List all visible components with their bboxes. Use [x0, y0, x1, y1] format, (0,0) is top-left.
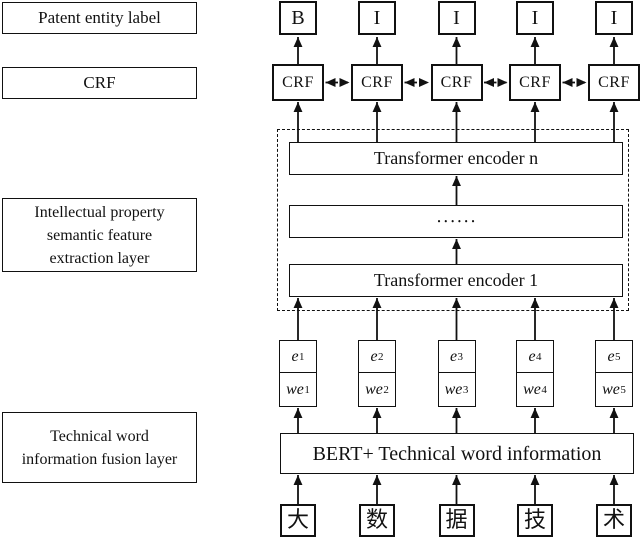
input-character-box: 术 — [596, 504, 632, 537]
entity-tag-box: I — [595, 1, 633, 35]
crf-node-box: CRF — [272, 64, 324, 101]
crf-node-box: CRF — [351, 64, 403, 101]
crf-node-box: CRF — [430, 64, 483, 101]
transformer-encoder-container — [277, 129, 629, 311]
input-character-box: 数 — [359, 504, 395, 537]
encoder-ellipsis-box: •••••• — [289, 205, 623, 238]
input-character-box: 技 — [517, 504, 553, 537]
entity-tag-box: I — [358, 1, 396, 35]
entity-tag-box: B — [279, 1, 317, 35]
input-character-box: 据 — [438, 504, 475, 537]
tech-word-fusion-layer-label-box: Technical word information fusion layer — [2, 412, 197, 483]
patent-entity-label-box: Patent entity label — [2, 2, 197, 34]
crf-node-box: CRF — [588, 64, 640, 101]
bert-fusion-box: BERT+ Technical word information — [280, 433, 634, 474]
entity-tag-box: I — [437, 1, 476, 35]
transformer-encoder-n-box: Transformer encoder n — [289, 142, 623, 175]
entity-tag-box: I — [516, 1, 554, 35]
crf-node-box: CRF — [509, 64, 561, 101]
crf-layer-label-box: CRF — [2, 67, 197, 99]
input-character-box: 大 — [280, 504, 316, 537]
ip-semantic-feature-layer-label-box: Intellectual property semantic feature e… — [2, 198, 197, 272]
transformer-encoder-1-box: Transformer encoder 1 — [289, 264, 623, 297]
